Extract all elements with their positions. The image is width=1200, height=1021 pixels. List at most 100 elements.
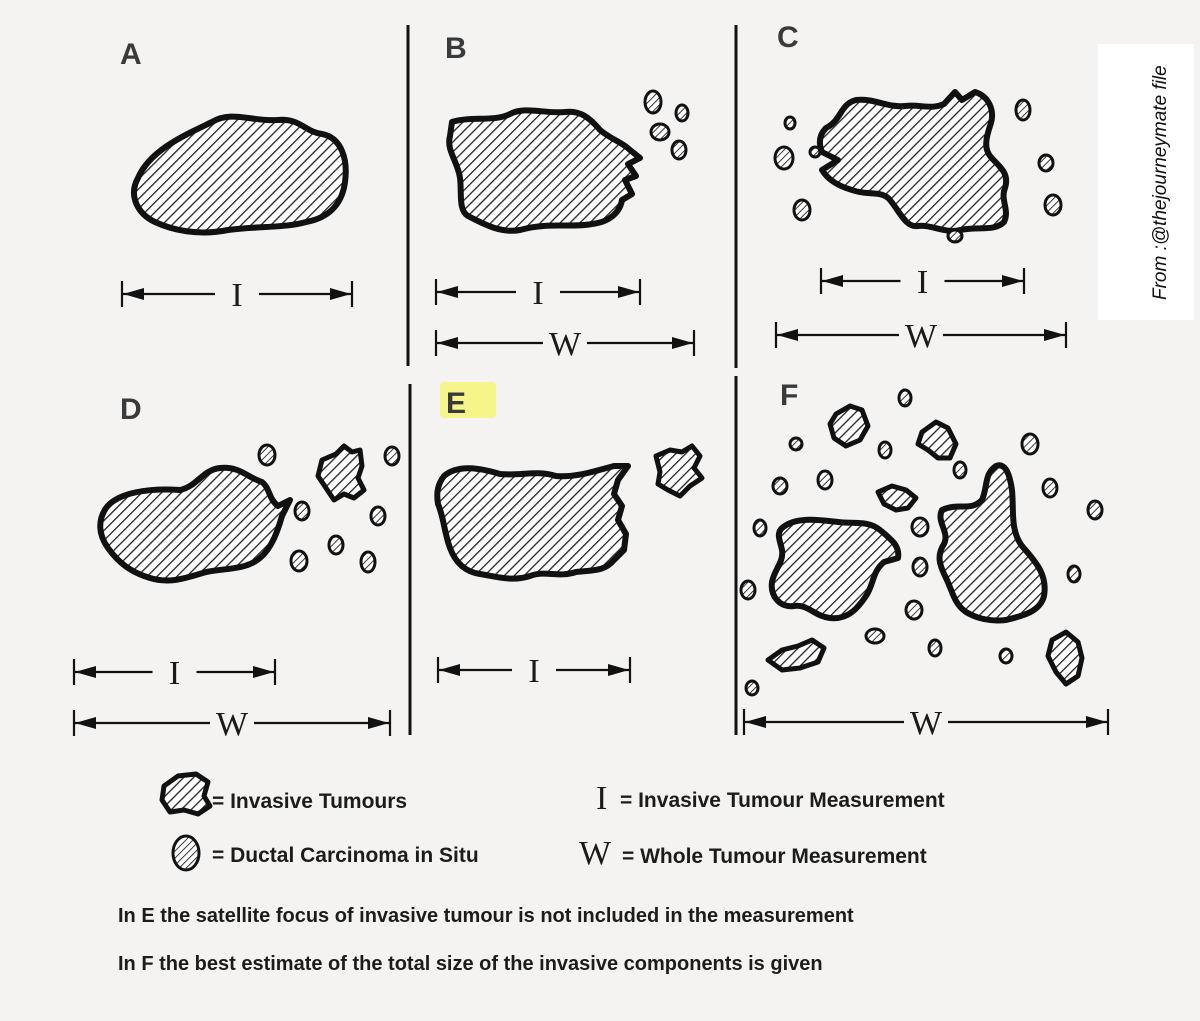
invasive-mass-f-right [936, 462, 1048, 624]
arrowhead-left [745, 716, 766, 728]
measurement-f-w: W [742, 705, 1110, 742]
dimension-letter: I [532, 275, 543, 312]
dcis-focus [1041, 477, 1059, 499]
measurement-d-w: W [72, 706, 392, 743]
legend-w-symbol: W [579, 835, 612, 872]
panel-e [434, 443, 705, 582]
small-invasive-f [827, 403, 871, 449]
dcis-focus [771, 476, 789, 496]
dimension-letter: W [910, 705, 943, 742]
dimension-letter: I [169, 655, 180, 692]
dimension-letter: I [528, 653, 539, 690]
panel-label-d: D [120, 393, 142, 426]
dimension-letter: W [216, 706, 249, 743]
arrowhead-right [330, 288, 351, 300]
dimension-letter: W [549, 326, 582, 363]
arrowhead-right [608, 664, 629, 676]
legend-i-text: = Invasive Tumour Measurement [620, 789, 945, 812]
panel-b [446, 89, 690, 234]
credit-box [1098, 44, 1194, 320]
panel-label-a: A [120, 38, 142, 71]
invasive-mass-d [97, 464, 293, 584]
dcis-focus [369, 505, 387, 527]
arrowhead-right [368, 717, 389, 729]
dcis-focus [864, 627, 886, 645]
panel-f [739, 388, 1104, 697]
satellite-invasive-d [315, 443, 367, 503]
arrowhead-right [1044, 329, 1065, 341]
dcis-focus [744, 679, 760, 697]
invasive-mass-c [816, 89, 1010, 234]
arrowhead-left [437, 337, 458, 349]
arrowhead-right [253, 666, 274, 678]
small-invasive-f [1045, 629, 1085, 687]
panel-label-c: C [777, 21, 799, 54]
panel-a [131, 113, 349, 236]
dcis-focus [359, 550, 377, 574]
arrowhead-left [437, 286, 458, 298]
arrowhead-left [439, 664, 460, 676]
dcis-focus [257, 443, 277, 467]
panel-label-f: F [780, 379, 798, 412]
dcis-focus [289, 549, 309, 573]
panel-label-e: E [446, 387, 466, 420]
legend: = Invasive Tumours = Ductal Carcinoma in… [159, 771, 945, 872]
dcis-focus [952, 460, 968, 480]
arrowhead-left [822, 275, 843, 287]
measurement-d-i: I [72, 655, 277, 692]
arrowhead-right [1002, 275, 1023, 287]
dcis-focus [788, 436, 804, 452]
dcis-focus [808, 145, 822, 159]
legend-dcis-text: = Ductal Carcinoma in Situ [212, 844, 479, 867]
dcis-focus [293, 500, 311, 522]
dcis-focus [739, 579, 757, 601]
note-f: In F the best estimate of the total size… [118, 953, 823, 975]
legend-invasive-text: = Invasive Tumours [212, 790, 407, 813]
dcis-focus [998, 647, 1014, 665]
legend-i-symbol: I [596, 780, 607, 817]
dcis-focus [643, 89, 663, 115]
arrowhead-left [75, 666, 96, 678]
dcis-focus [1043, 193, 1063, 217]
dcis-focus [674, 103, 690, 123]
dcis-focus [1020, 432, 1040, 456]
measurement-e-i: I [436, 653, 632, 690]
satellite-invasive-e [653, 443, 705, 499]
measurement-c-i: I [819, 264, 1026, 301]
dcis-focus [877, 440, 893, 460]
measurement-b-i: I [434, 275, 642, 312]
dcis-focus [783, 115, 797, 131]
dimension-letter: W [905, 318, 938, 355]
small-invasive-f [875, 483, 919, 513]
measurement-a-i: I [120, 277, 354, 314]
dcis-focus [792, 198, 812, 222]
invasive-mass-a [131, 113, 349, 236]
dcis-focus [327, 534, 345, 556]
panel-c [773, 89, 1063, 244]
small-invasive-f [915, 419, 959, 461]
highlight-e [440, 382, 496, 418]
dcis-focus [773, 145, 795, 171]
dcis-focus [670, 139, 688, 161]
dcis-focus [897, 388, 913, 408]
arrowhead-left [777, 329, 798, 341]
dcis-focus [1086, 499, 1104, 521]
panel-label-b: B [445, 32, 467, 65]
arrowhead-left [75, 717, 96, 729]
invasive-mass-b [446, 107, 643, 234]
credit-text: From :@thejourneymate file [1150, 65, 1171, 300]
measurement-c-w: W [774, 318, 1068, 355]
dcis-focus [911, 556, 929, 578]
invasive-mass-e [434, 463, 631, 582]
arrowhead-right [1086, 716, 1107, 728]
dcis-focus [1066, 564, 1082, 584]
dcis-focus [910, 516, 930, 538]
arrowhead-left [123, 288, 144, 300]
dcis-focus [383, 445, 401, 467]
dcis-focus [752, 518, 768, 538]
dimension-letter: I [917, 264, 928, 301]
invasive-mass-f-left [768, 516, 902, 622]
